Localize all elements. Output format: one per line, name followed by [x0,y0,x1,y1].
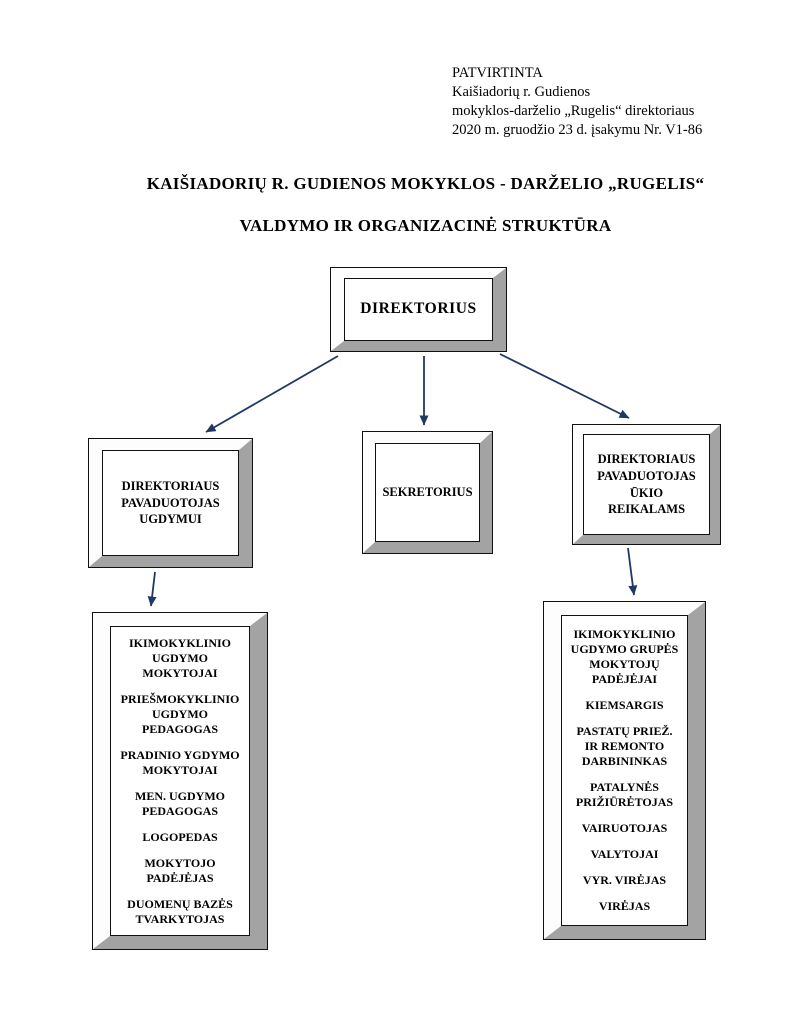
frame-inner: IKIMOKYKLINIO UGDYMO GRUPĖS MOKYTOJŲ PAD… [561,615,688,926]
frame-bevel [544,602,705,939]
arrow-deputy-education-to-staff [147,571,157,607]
frame-inner: IKIMOKYKLINIO UGDYMO MOKYTOJAI PRIEŠMOKYK… [110,626,250,936]
education-staff-item: LOGOPEDAS [142,829,218,844]
approval-line: mokyklos-darželio „Rugelis“ direktoriaus [452,103,695,119]
approval-line: PATVIRTINTA [452,65,543,81]
education-staff-item: PRIEŠMOKYKLINIO UGDYMO PEDAGOGAS [120,691,240,736]
household-staff-item: VIRĖJAS [598,899,651,913]
education-staff-item: PRADINIO YGDYMO MOKYTOJAI [120,747,240,777]
director-label: DIREKTORIUS [360,300,477,318]
secretary-box: SEKRETORIUS [362,431,493,554]
household-staff-item: VALYTOJAI [590,847,659,861]
frame-inner: SEKRETORIUS [375,443,480,542]
frame-bevel [573,425,720,544]
title-line-1: KAIŠIADORIŲ R. GUDIENOS MOKYKLOS - DARŽE… [146,174,705,193]
approval-block: PATVIRTINTA Kaišiadorių r. Gudienos mokykl… [452,64,702,140]
education-staff-item: MEN. UGDYMO PEDAGOGAS [135,788,225,818]
frame-inner: DIREKTORIAUS PAVADUOTOJAS UGDYMUI [102,450,239,556]
arrow-director-to-deputy-education [205,355,339,433]
household-staff-box: IKIMOKYKLINIO UGDYMO GRUPĖS MOKYTOJŲ PAD… [543,601,706,940]
household-staff-item: KIEMSARGIS [585,698,664,712]
household-staff-item: IKIMOKYKLINIO UGDYMO GRUPĖS MOKYTOJŲ PAD… [570,627,679,686]
household-staff-item: VYR. VIRĖJAS [582,873,667,887]
education-staff-list: IKIMOKYKLINIO UGDYMO MOKYTOJAI PRIEŠMOKYK… [116,632,244,930]
frame-bevel [363,432,492,553]
director-box: DIREKTORIUS [330,267,507,352]
household-staff-list: IKIMOKYKLINIO UGDYMO GRUPĖS MOKYTOJŲ PAD… [567,621,682,920]
household-staff-item: VAIRUOTOJAS [581,821,668,835]
education-staff-item: DUOMENŲ BAZĖS TVARKYTOJAS [127,896,233,926]
deputy-household-label: DIREKTORIAUS PAVADUOTOJAS ŪKIO REIKALAMS [597,451,696,517]
deputy-household-box: DIREKTORIAUS PAVADUOTOJAS ŪKIO REIKALAMS [572,424,721,545]
title-line-2: VALDYMO IR ORGANIZACINĖ STRUKTŪRA [239,216,612,235]
household-staff-item: PASTATŲ PRIEŽ. IR REMONTO DARBININKAS [576,724,673,768]
secretary-label: SEKRETORIUS [382,485,473,500]
education-staff-item: MOKYTOJO PADĖJĖJAS [144,855,216,885]
deputy-education-label: DIREKTORIAUS PAVADUOTOJAS UGDYMUI [121,478,220,527]
arrow-director-to-deputy-household [499,353,630,419]
frame-inner: DIREKTORIUS [344,278,493,341]
education-staff-box: IKIMOKYKLINIO UGDYMO MOKYTOJAI PRIEŠMOKYK… [92,612,268,950]
frame-bevel [331,268,506,351]
approval-line: 2020 m. gruodžio 23 d. įsakymu Nr. V1-86 [452,122,703,138]
frame-bevel [89,439,252,567]
frame-bevel [93,613,267,949]
household-staff-item: PATALYNĖS PRIŽIŪRĖTOJAS [575,780,674,809]
approval-line: Kaišiadorių r. Gudienos [452,84,591,100]
arrow-deputy-household-to-staff [627,547,638,596]
education-staff-item: IKIMOKYKLINIO UGDYMO MOKYTOJAI [128,635,231,680]
document-title: KAIŠIADORIŲ R. GUDIENOS MOKYKLOS - DARŽE… [60,174,791,236]
deputy-education-box: DIREKTORIAUS PAVADUOTOJAS UGDYMUI [88,438,253,568]
frame-inner: DIREKTORIAUS PAVADUOTOJAS ŪKIO REIKALAMS [583,434,710,535]
